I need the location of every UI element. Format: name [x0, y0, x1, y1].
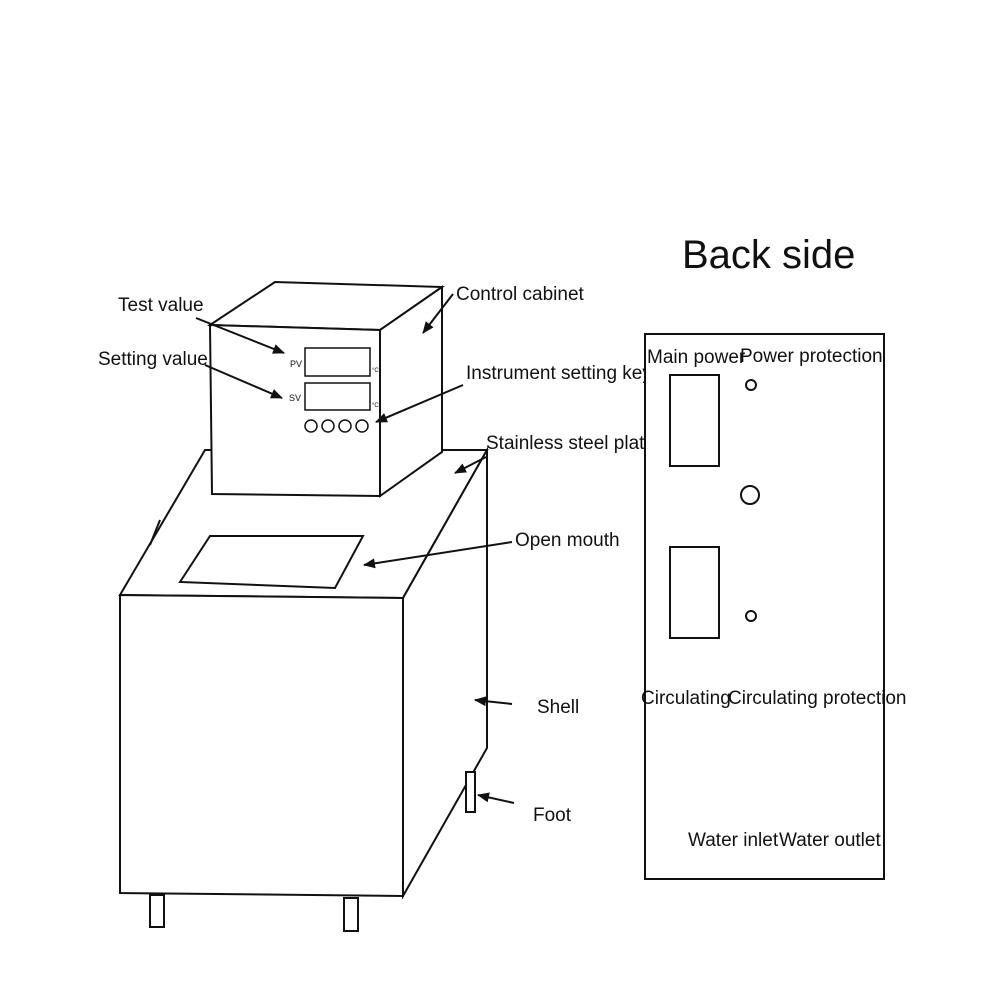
foot-back [465, 771, 476, 813]
setting-key-3 [338, 419, 352, 433]
edge-mark [149, 519, 161, 546]
shell-front-face [119, 593, 404, 898]
back-panel: Main power Power protection Circulating … [641, 333, 906, 880]
arrow-shell [474, 696, 513, 707]
label-main-power: Main power [647, 347, 746, 368]
label-setting-value: Setting value [98, 349, 208, 370]
back-side-title: Back side [682, 233, 855, 277]
pv-label: PV [290, 359, 302, 369]
open-mouth [178, 535, 365, 590]
label-foot: Foot [533, 805, 572, 826]
foot-left [149, 894, 165, 928]
circulating-switch [669, 546, 720, 639]
sv-unit: °C [372, 403, 379, 409]
foot-right [343, 897, 359, 932]
label-power-protection: Power protection [740, 346, 883, 367]
label-circulating: Circulating [641, 688, 731, 709]
arrow-instrument-setting-key [375, 384, 464, 423]
main-power-switch [669, 374, 720, 467]
sv-display [304, 382, 371, 411]
arrow-stainless-steel-platen [454, 456, 487, 474]
control-cabinet: PV SV °C °C [206, 280, 446, 498]
arrow-open-mouth [363, 541, 513, 569]
label-circulating-protection: Circulating protection [728, 688, 906, 709]
sv-label: SV [289, 393, 301, 403]
label-stainless-steel-platen: Stainless steel platen [486, 433, 666, 454]
label-open-mouth: Open mouth [515, 530, 620, 551]
label-instrument-setting-key: Instrument setting key [466, 363, 652, 384]
setting-key-4 [355, 419, 369, 433]
arrow-control-cabinet [422, 293, 454, 334]
label-test-value: Test value [118, 295, 204, 316]
arrow-test-value [195, 317, 285, 354]
label-control-cabinet: Control cabinet [456, 284, 585, 305]
circulating-protection-indicator [745, 610, 757, 622]
arrow-setting-value [204, 364, 283, 399]
label-water-inlet: Water inlet [688, 830, 779, 851]
bath-body [118, 446, 489, 932]
arrow-foot [477, 792, 515, 804]
setting-key-1 [304, 419, 318, 433]
power-protection-indicator [745, 379, 757, 391]
label-shell: Shell [537, 697, 579, 718]
back-port-center [740, 485, 760, 505]
pv-unit: °C [372, 368, 379, 374]
pv-display [304, 347, 371, 377]
setting-key-2 [321, 419, 335, 433]
label-water-outlet: Water outlet [779, 830, 881, 851]
